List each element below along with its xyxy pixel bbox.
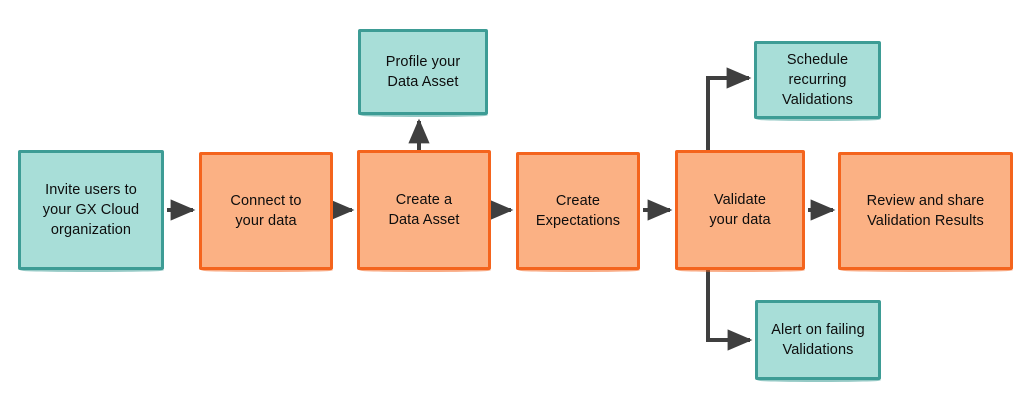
node-create-expectations[interactable]: Create Expectations bbox=[516, 152, 640, 272]
node-label: Review and share Validation Results bbox=[866, 193, 985, 229]
node-create-data-asset[interactable]: Create a Data Asset bbox=[357, 150, 491, 272]
node-label: Validate your data bbox=[709, 192, 771, 228]
node-label: Connect to your data bbox=[230, 193, 302, 229]
node-invite-users[interactable]: Invite users to your GX Cloud organizati… bbox=[18, 150, 164, 272]
edge-validate-to-schedule bbox=[706, 67, 752, 150]
node-connect-data[interactable]: Connect to your data bbox=[199, 152, 333, 272]
node-label: Schedule recurring Validations bbox=[782, 52, 853, 108]
node-label: Invite users to your GX Cloud organizati… bbox=[42, 182, 140, 238]
node-label: Alert on failing Validations bbox=[771, 322, 865, 358]
node-alert-failing-validations[interactable]: Alert on failing Validations bbox=[755, 300, 881, 382]
node-label: Create a Data Asset bbox=[388, 192, 460, 228]
node-label: Create Expectations bbox=[535, 193, 621, 229]
node-label: Profile your Data Asset bbox=[385, 54, 461, 90]
node-profile-data-asset[interactable]: Profile your Data Asset bbox=[358, 29, 488, 117]
node-validate-data[interactable]: Validate your data bbox=[675, 150, 805, 272]
node-review-share-results[interactable]: Review and share Validation Results bbox=[838, 152, 1013, 272]
node-schedule-validations[interactable]: Schedule recurring Validations bbox=[754, 41, 881, 121]
edge-validate-to-alert bbox=[706, 270, 753, 351]
